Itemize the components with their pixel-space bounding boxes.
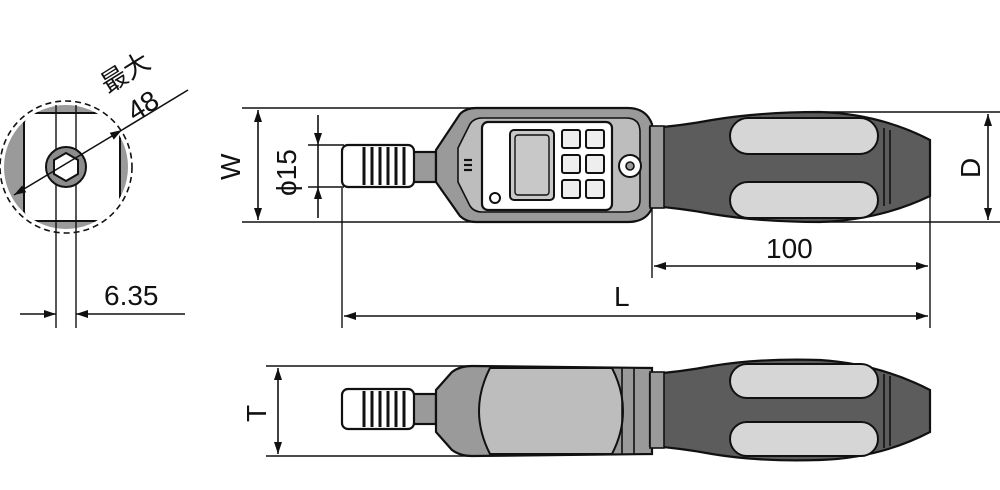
lcd-screen [509, 129, 555, 201]
key-6 [585, 179, 605, 199]
side-grip-insert-bottom [729, 421, 879, 457]
end-view: 最大 48 6.35 [0, 46, 189, 328]
power-led-icon [489, 192, 501, 204]
collet-diameter-label: ϕ15 [271, 149, 302, 196]
side-grip-insert-top [729, 363, 879, 399]
key-2 [585, 129, 605, 149]
battery-cover-vent-icon [464, 158, 472, 172]
grip-length-label: 100 [766, 233, 813, 264]
keypad [561, 129, 605, 199]
max-diameter-dim-line [13, 129, 123, 196]
side-grip-ring [649, 371, 665, 449]
side-collet-shaft [410, 392, 438, 426]
top-view: W ϕ15 D 100 L [215, 106, 1000, 328]
grip-insert-bottom [729, 181, 879, 219]
side-head-cover [478, 367, 624, 455]
hex-socket-icon [53, 151, 79, 183]
key-4 [585, 154, 605, 174]
key-3 [561, 154, 581, 174]
length-label: L [614, 281, 630, 312]
key-1 [561, 129, 581, 149]
grip-ring [649, 125, 665, 209]
max-diameter-leader [121, 89, 189, 131]
width-label: W [215, 153, 246, 180]
side-collet-knurl [362, 391, 406, 427]
depth-label: D [955, 158, 986, 178]
collet-knurl [362, 147, 406, 185]
square-drive-label: 6.35 [104, 280, 159, 311]
collet-shaft [410, 150, 438, 184]
side-view: T [241, 358, 932, 462]
mode-button-center-icon [625, 161, 635, 171]
thickness-label: T [241, 405, 272, 422]
key-5 [561, 179, 581, 199]
grip-insert-top [729, 117, 879, 155]
max-value: 48 [121, 84, 164, 127]
max-envelope-circle [0, 100, 133, 234]
